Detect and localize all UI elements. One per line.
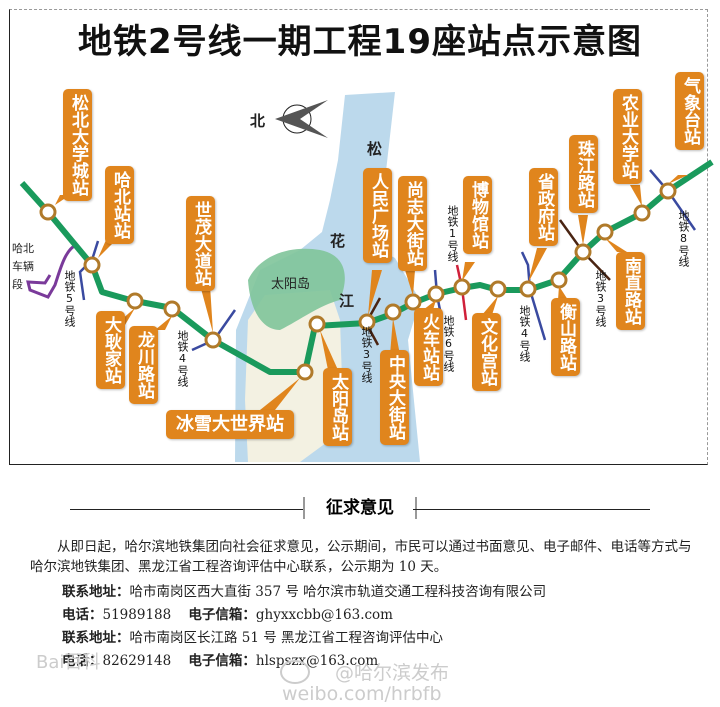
station-label[interactable]: 省政府站 xyxy=(529,168,558,246)
station-label[interactable]: 人民广场站 xyxy=(363,168,392,263)
transfer-line-note: 地铁3号线 xyxy=(360,326,373,383)
station-label[interactable]: 珠江路站 xyxy=(569,135,598,213)
phone-label: 电话： xyxy=(62,653,103,669)
page-title: 地铁2号线一期工程19座站点示意图 xyxy=(78,22,642,62)
contact-phone-2: 电话：82629148 电子信箱：hlspszx@163.com xyxy=(62,649,378,669)
address-value: 哈市南岗区长江路 51 号 黑龙江省工程咨询评估中心 xyxy=(129,630,444,646)
weibo-handle-watermark: @哈尔滨发布 xyxy=(335,662,450,684)
transfer-line-note: 地铁4号线 xyxy=(518,305,531,362)
email-label: 电子信箱： xyxy=(188,653,256,669)
contact-address-2: 联系地址：哈市南岗区长江路 51 号 黑龙江省工程咨询评估中心 xyxy=(62,626,443,646)
sun-island-park xyxy=(248,248,345,330)
phone-value: 82629148 xyxy=(102,653,172,669)
phone-label: 电话： xyxy=(62,607,103,623)
station-label[interactable]: 龙川路站 xyxy=(129,326,158,404)
baidu-watermark: Bai百科 xyxy=(36,652,101,673)
station-label[interactable]: 哈北站站 xyxy=(105,166,134,244)
line4-track-east xyxy=(520,251,547,341)
depot-label: 哈北车辆段 xyxy=(12,242,34,291)
station-label[interactable]: 农业大学站 xyxy=(613,89,642,184)
river-char-1: 松 xyxy=(367,140,383,158)
river-char-3: 江 xyxy=(339,292,355,310)
station-label[interactable]: 尚志大街站 xyxy=(398,176,427,271)
transfer-line-note: 地铁4号线 xyxy=(176,330,189,387)
station-label[interactable]: 文化宫站 xyxy=(472,313,501,391)
station-label[interactable]: 太阳岛站 xyxy=(323,368,352,446)
station-label[interactable]: 大耿家站 xyxy=(96,311,125,389)
island-label: 太阳岛 xyxy=(271,277,311,292)
station-label[interactable]: 气象台站 xyxy=(675,72,704,150)
divider xyxy=(413,509,650,510)
email-value[interactable]: ghyxxcbb@163.com xyxy=(255,607,393,623)
station-label[interactable]: 松北大学城站 xyxy=(63,89,92,201)
email-label: 电子信箱： xyxy=(188,607,256,623)
station-label[interactable]: 火车站站 xyxy=(414,308,443,386)
transfer-line-note: 地铁1号线 xyxy=(446,205,459,262)
transfer-line-note: 地铁3号线 xyxy=(594,270,607,327)
station-label[interactable]: 冰雪大世界站 xyxy=(166,410,294,439)
weibo-url-watermark: weibo.com/hrbfb xyxy=(282,683,442,705)
depot-line xyxy=(26,243,77,299)
notice-heading-text: 征求意见 xyxy=(303,497,417,519)
station-label[interactable]: 南直路站 xyxy=(616,252,645,330)
divider xyxy=(70,509,303,510)
notice-heading: 征求意见 xyxy=(70,497,650,521)
contact-address-1: 联系地址：哈市南岗区西大直街 357 号 哈尔滨市轨道交通工程科技咨询有限公司 xyxy=(62,580,546,600)
contact-phone-1: 电话：51989188 电子信箱：ghyxxcbb@163.com xyxy=(62,603,393,623)
station-label[interactable]: 世茂大道站 xyxy=(186,196,215,291)
transfer-line-note: 地铁8号线 xyxy=(677,210,690,267)
river-char-2: 花 xyxy=(330,232,346,250)
transfer-line-note: 地铁6号线 xyxy=(442,315,455,372)
station-label[interactable]: 中央大街站 xyxy=(380,350,409,445)
station-label[interactable]: 博物馆站 xyxy=(463,176,492,254)
address-label: 联系地址： xyxy=(62,630,130,646)
station-label[interactable]: 衡山路站 xyxy=(551,298,580,376)
phone-value: 51989188 xyxy=(102,607,172,623)
notice-body: 从即日起，哈尔滨地铁集团向社会征求意见，公示期间，市民可以通过书面意见、电子邮件… xyxy=(30,539,692,575)
weibo-logo-icon xyxy=(280,660,310,684)
address-label: 联系地址： xyxy=(62,584,130,600)
compass-north-label: 北 xyxy=(250,112,266,130)
north-arrow-icon xyxy=(275,100,328,138)
address-value: 哈市南岗区西大直街 357 号 哈尔滨市轨道交通工程科技咨询有限公司 xyxy=(129,584,547,600)
transfer-line-note: 地铁5号线 xyxy=(63,270,76,327)
